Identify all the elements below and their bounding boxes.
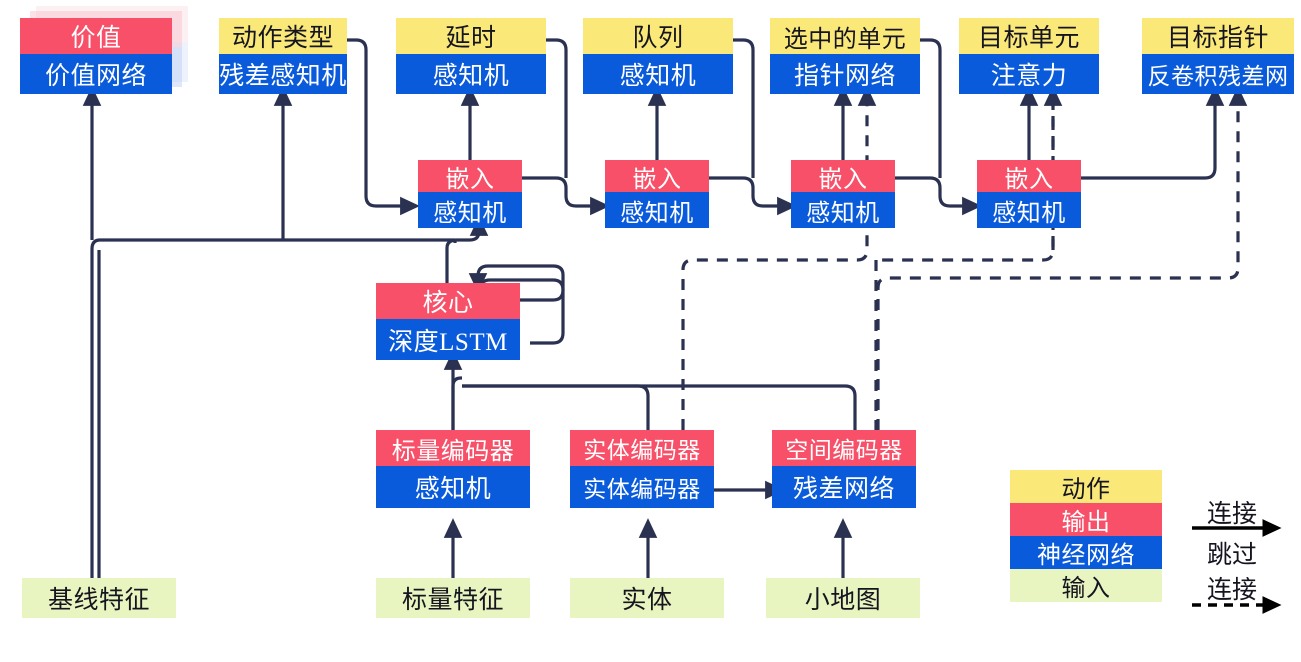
embedding-node-2[interactable]: 嵌入 感知机 bbox=[605, 160, 709, 228]
legend-swatch-input: 输入 bbox=[1010, 569, 1162, 602]
encoder-node-entity[interactable]: 实体编码器 实体编码器 bbox=[570, 430, 714, 508]
legend-swatch-action: 动作 bbox=[1010, 470, 1162, 503]
output-node-target-unit-network: 注意力 bbox=[959, 54, 1099, 94]
core-node[interactable]: 核心 深度LSTM bbox=[376, 283, 520, 360]
embedding-node-4-network: 感知机 bbox=[977, 192, 1081, 228]
output-node-target-point[interactable]: 目标指针 反卷积残差网 bbox=[1142, 18, 1294, 94]
legend-skip-connection-label-line1: 跳过 bbox=[1206, 542, 1257, 569]
encoder-node-spatial[interactable]: 空间编码器 残差网络 bbox=[772, 430, 916, 508]
output-node-selected-units[interactable]: 选中的单元 指针网络 bbox=[770, 18, 920, 94]
legend-connection-label: 连接 bbox=[1206, 501, 1257, 528]
encoder-node-scalar-network: 感知机 bbox=[376, 466, 530, 508]
output-node-queued-action: 队列 bbox=[583, 18, 733, 54]
legend-skip-connection-label-line2: 连接 bbox=[1206, 577, 1257, 604]
embedding-node-3[interactable]: 嵌入 感知机 bbox=[791, 160, 895, 228]
input-node-baseline-features[interactable]: 基线特征 bbox=[22, 578, 176, 618]
encoder-node-spatial-output: 空间编码器 bbox=[772, 430, 916, 466]
encoder-node-entity-output: 实体编码器 bbox=[570, 430, 714, 466]
input-node-scalar-features-label: 标量特征 bbox=[376, 578, 530, 618]
output-node-delay[interactable]: 延时 感知机 bbox=[396, 18, 546, 94]
output-node-selected-units-action: 选中的单元 bbox=[770, 18, 920, 54]
output-node-delay-action: 延时 bbox=[396, 18, 546, 54]
core-node-output: 核心 bbox=[376, 283, 520, 319]
output-node-target-point-network: 反卷积残差网 bbox=[1142, 54, 1294, 94]
core-node-network: 深度LSTM bbox=[376, 319, 520, 360]
encoder-node-scalar[interactable]: 标量编码器 感知机 bbox=[376, 430, 530, 508]
embedding-node-4-output: 嵌入 bbox=[977, 160, 1081, 193]
output-node-target-unit[interactable]: 目标单元 注意力 bbox=[959, 18, 1099, 94]
output-node-value[interactable]: 价值 价值网络 bbox=[20, 18, 172, 94]
embedding-node-4[interactable]: 嵌入 感知机 bbox=[977, 160, 1081, 228]
output-node-selected-units-network: 指针网络 bbox=[770, 54, 920, 94]
legend-swatch-network: 神经网络 bbox=[1010, 536, 1162, 569]
embedding-node-3-network: 感知机 bbox=[791, 192, 895, 228]
embedding-node-2-network: 感知机 bbox=[605, 192, 709, 228]
input-node-entities[interactable]: 实体 bbox=[570, 578, 724, 618]
output-node-queued-network: 感知机 bbox=[583, 54, 733, 94]
legend-swatches: 动作 输出 神经网络 输入 bbox=[1010, 470, 1162, 602]
input-node-entities-label: 实体 bbox=[570, 578, 724, 618]
output-node-target-point-action: 目标指针 bbox=[1142, 18, 1294, 54]
encoder-node-scalar-output: 标量编码器 bbox=[376, 430, 530, 466]
output-node-delay-network: 感知机 bbox=[396, 54, 546, 94]
output-node-value-action: 价值 bbox=[20, 18, 172, 54]
embedding-node-1-network: 感知机 bbox=[418, 192, 522, 228]
output-node-value-network: 价值网络 bbox=[20, 54, 172, 94]
embedding-node-1[interactable]: 嵌入 感知机 bbox=[418, 160, 522, 228]
input-node-baseline-features-label: 基线特征 bbox=[22, 578, 176, 618]
input-node-minimap-label: 小地图 bbox=[766, 578, 920, 618]
embedding-node-1-output: 嵌入 bbox=[418, 160, 522, 193]
embedding-node-2-output: 嵌入 bbox=[605, 160, 709, 193]
input-node-minimap[interactable]: 小地图 bbox=[766, 578, 920, 618]
embedding-node-3-output: 嵌入 bbox=[791, 160, 895, 193]
output-node-action-type-network: 残差感知机 bbox=[219, 54, 347, 94]
output-node-action-type-action: 动作类型 bbox=[219, 18, 347, 54]
output-node-action-type[interactable]: 动作类型 残差感知机 bbox=[219, 18, 347, 94]
output-node-target-unit-action: 目标单元 bbox=[959, 18, 1099, 54]
input-node-scalar-features[interactable]: 标量特征 bbox=[376, 578, 530, 618]
output-node-queued[interactable]: 队列 感知机 bbox=[583, 18, 733, 94]
encoder-node-spatial-network: 残差网络 bbox=[772, 466, 916, 508]
encoder-node-entity-network: 实体编码器 bbox=[570, 466, 714, 508]
legend-swatch-output: 输出 bbox=[1010, 503, 1162, 536]
